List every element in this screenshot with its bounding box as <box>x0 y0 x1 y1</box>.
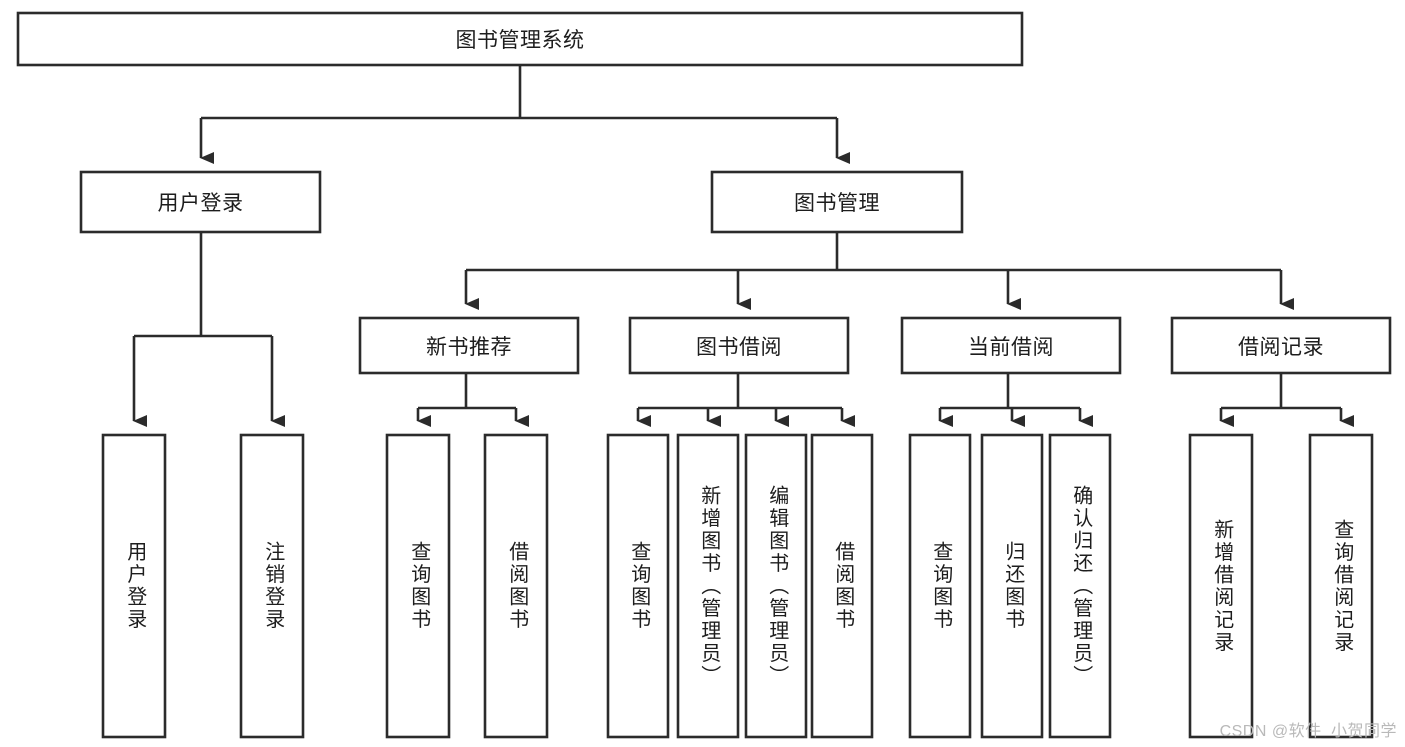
node-rect-user-login[interactable] <box>79 170 322 234</box>
edges-user-login-to-leaves <box>132 232 285 427</box>
edges-new-book-recommend-to-leaves <box>416 373 529 427</box>
node-rect-leaf-add-book[interactable] <box>676 433 740 739</box>
node-rect-leaf-user-login[interactable] <box>101 433 167 739</box>
node-rect-current-borrow[interactable] <box>900 316 1122 375</box>
node-rect-leaf-return-book[interactable] <box>980 433 1044 739</box>
node-rect-leaf-query-book-2[interactable] <box>606 433 670 739</box>
node-rect-leaf-confirm-return[interactable] <box>1048 433 1112 739</box>
node-rect-borrow-record[interactable] <box>1170 316 1392 375</box>
node-rect-leaf-edit-book[interactable] <box>744 433 808 739</box>
edges-borrow-record-to-leaves <box>1219 373 1354 427</box>
edges-root-to-level2 <box>199 65 850 164</box>
node-rect-leaf-query-book-1[interactable] <box>385 433 451 739</box>
node-rect-leaf-borrow-book-1[interactable] <box>483 433 549 739</box>
node-rect-book-manage[interactable] <box>710 170 964 234</box>
edges-current-borrow-to-leaves <box>938 373 1093 427</box>
node-rect-leaf-borrow-book-2[interactable] <box>810 433 874 739</box>
node-rect-leaf-user-logout[interactable] <box>239 433 305 739</box>
node-rect-new-book-recommend[interactable] <box>358 316 580 375</box>
node-rect-leaf-add-record[interactable] <box>1188 433 1254 739</box>
node-rects <box>16 11 1392 739</box>
node-rect-leaf-query-record[interactable] <box>1308 433 1374 739</box>
node-rect-root[interactable] <box>16 11 1024 67</box>
node-rect-book-borrow[interactable] <box>628 316 850 375</box>
edges-book-borrow-to-leaves <box>636 373 855 427</box>
csdn-watermark: CSDN @软件_小贺同学 <box>1219 723 1397 740</box>
edges-book-manage-to-level3 <box>464 232 1294 310</box>
node-rect-leaf-query-book-3[interactable] <box>908 433 972 739</box>
